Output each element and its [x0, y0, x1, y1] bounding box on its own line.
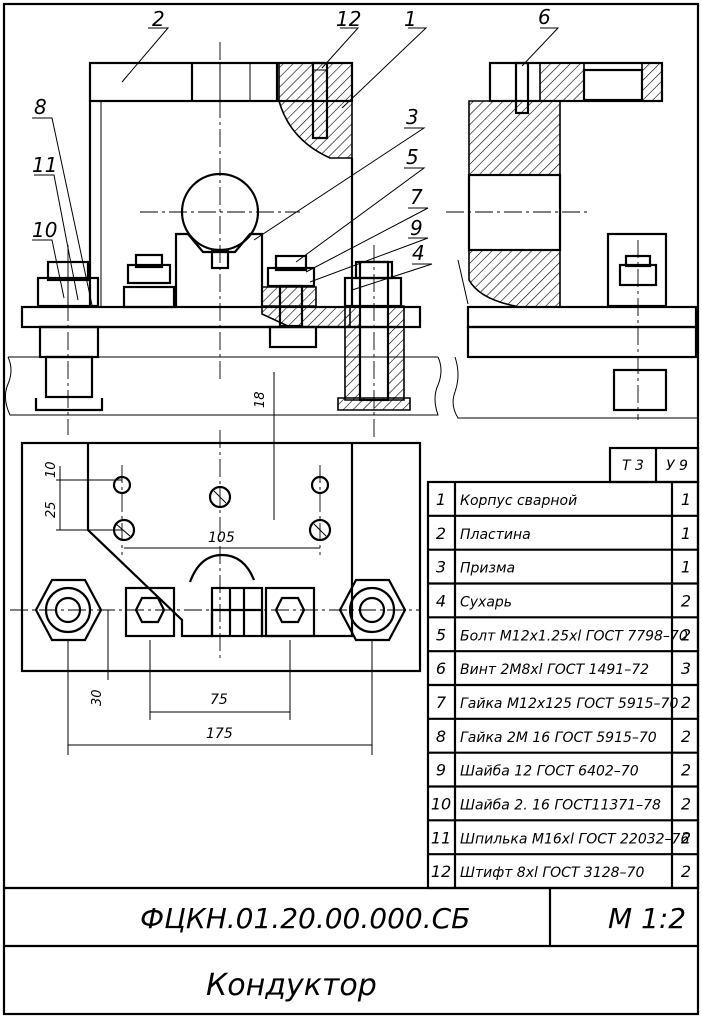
spec-row-name: Сухарь — [460, 594, 512, 610]
spec-row-num: 2 — [436, 524, 446, 543]
callout-leaders — [32, 27, 560, 306]
callout-3: 3 — [406, 105, 419, 129]
spec-row-num: 10 — [431, 794, 451, 813]
spec-row-num: 8 — [436, 727, 446, 746]
spec-row-qty: 2 — [681, 625, 691, 644]
spec-row-qty: 1 — [681, 524, 691, 543]
spec-row-qty: 1 — [681, 490, 691, 509]
spec-row-qty: 2 — [681, 761, 691, 780]
spec-row-qty: 3 — [681, 659, 691, 678]
spec-row-qty: 2 — [681, 794, 691, 813]
spec-row-name: Шайба 12 ГОСТ 6402–70 — [460, 764, 639, 780]
spec-row-name: Винт 2М8хl ГОСТ 1491–72 — [460, 662, 649, 678]
dim-75: 75 — [210, 692, 228, 708]
spec-row-name: Шпилька М16хl ГОСТ 22032–76 — [460, 831, 689, 847]
callout-5: 5 — [406, 145, 419, 169]
spec-row-num: 11 — [431, 828, 451, 847]
callout-1: 1 — [404, 7, 417, 31]
spec-row-name: Болт М12х1.25хl ГОСТ 7798–70 — [460, 628, 688, 644]
dimension-lines — [56, 372, 373, 755]
callout-7: 7 — [410, 185, 423, 209]
callout-10: 10 — [32, 218, 57, 242]
spec-row-name: Гайка 2М 16 ГОСТ 5915–70 — [460, 730, 657, 746]
callout-11: 11 — [32, 153, 57, 177]
dim-18: 18 — [253, 391, 268, 408]
drawing-designation: ФЦКН.01.20.00.000.СБ — [140, 902, 470, 935]
drawing-scale: М 1:2 — [608, 902, 686, 935]
spec-row-num: 9 — [436, 761, 446, 780]
dim-175: 175 — [206, 726, 233, 742]
spec-row-num: 1 — [436, 490, 446, 509]
dim-105: 105 — [208, 530, 235, 546]
spec-row-num: 3 — [436, 558, 446, 577]
callout-12: 12 — [336, 7, 361, 31]
dim-30: 30 — [90, 689, 105, 706]
dim-10: 10 — [44, 461, 59, 478]
spec-row-num: 5 — [436, 625, 446, 644]
spec-row-qty: 2 — [681, 693, 691, 712]
spec-row-num: 6 — [436, 659, 446, 678]
spec-row-num: 4 — [436, 591, 446, 610]
callout-6: 6 — [538, 5, 551, 29]
front-view — [4, 42, 442, 440]
spec-row-qty: 2 — [681, 591, 691, 610]
spec-row-name: Корпус сварной — [460, 493, 577, 509]
spec-row-qty: 2 — [681, 828, 691, 847]
spec-row-name: Призма — [460, 561, 515, 577]
spec-row-qty: 1 — [681, 558, 691, 577]
plan-view — [10, 430, 422, 673]
spec-row-name: Шайба 2. 16 ГОСТ11371–78 — [460, 797, 661, 813]
dim-25: 25 — [44, 501, 59, 518]
spec-row-name: Пластина — [460, 527, 531, 543]
spec-row-name: Штифт 8хl ГОСТ 3128–70 — [460, 865, 644, 881]
title-block: ФЦКН.01.20.00.000.СБ М 1:2 Кондуктор — [4, 886, 698, 1003]
spec-header-u: У 9 — [666, 458, 688, 474]
spec-header-t: Т 3 — [622, 458, 644, 474]
spec-row-qty: 2 — [681, 862, 691, 881]
callout-4: 4 — [412, 241, 425, 265]
spec-row-num: 7 — [436, 693, 447, 712]
spec-row-name: Гайка М12х125 ГОСТ 5915–70 — [460, 696, 678, 712]
callout-8: 8 — [34, 95, 47, 119]
callout-2: 2 — [152, 7, 165, 31]
drawing-name: Кондуктор — [206, 968, 377, 1003]
spec-row-qty: 2 — [681, 727, 691, 746]
callout-9: 9 — [410, 216, 423, 240]
side-view — [446, 61, 698, 420]
spec-row-num: 12 — [431, 862, 451, 881]
